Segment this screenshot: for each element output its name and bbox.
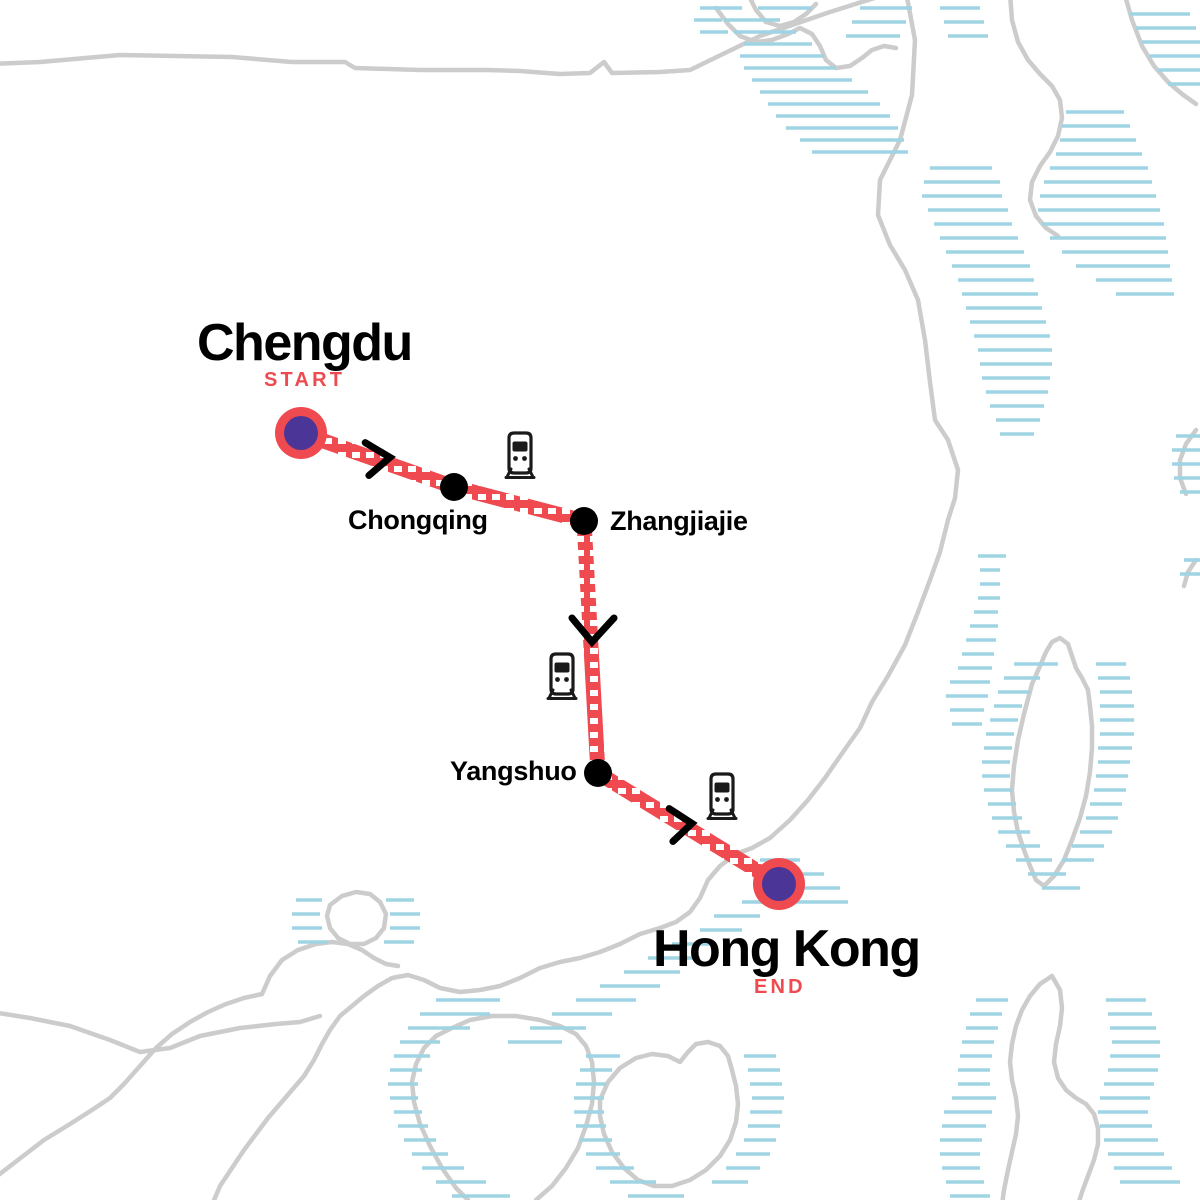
marker-zhangjiajie[interactable] (570, 507, 598, 535)
coast-peninsula-ne (1008, 0, 1065, 239)
stop-marker-layer (275, 407, 805, 910)
coast-right-frag (1177, 427, 1199, 497)
train-icon (706, 772, 738, 820)
ocean-hatch-layer (292, 6, 1200, 1198)
marker-chongqing[interactable] (440, 473, 468, 501)
city-label-chongqing: Chongqing (348, 505, 488, 535)
coast-sea-west (0, 1010, 323, 1055)
coast-china-east (733, 0, 961, 857)
city-label-hongkong: Hong Kong (653, 920, 921, 978)
coast-arc-ne (1123, 0, 1199, 107)
coast-taiwan (1009, 635, 1095, 889)
coast-right-frag-b (1181, 557, 1199, 589)
coast-island-mid (597, 1039, 741, 1189)
route-line-layer (298, 425, 783, 891)
train-icon (504, 431, 536, 479)
coast-pearl-delta (211, 851, 739, 1200)
train-icon (546, 652, 578, 700)
marker-chengdu[interactable] (275, 407, 327, 459)
route-path (298, 425, 783, 891)
coast-island-west-b (409, 1025, 471, 1200)
coast-upper-inlet (713, 5, 899, 71)
direction-arrow-icon (665, 805, 698, 845)
marker-hongkong[interactable] (753, 858, 805, 910)
marker-yangshuo[interactable] (584, 759, 612, 787)
coast-phil-north (1049, 973, 1101, 1200)
coast-island-west (449, 1013, 597, 1200)
city-label-yangshuo: Yangshuo (450, 756, 577, 786)
direction-arrow-icon (568, 614, 618, 648)
transport-icon-layer (504, 431, 738, 820)
start-badge: START (264, 369, 346, 391)
coast-sea-west-b (0, 991, 265, 1177)
city-label-chengdu: Chengdu (197, 314, 413, 372)
coast-north-border (0, 0, 876, 77)
coast-phil-north-b (1000, 973, 1055, 1200)
direction-arrow-icon (361, 439, 396, 480)
coast-indochina (259, 939, 401, 997)
end-badge: END (754, 976, 806, 998)
coast-upper-inlet-b (748, 0, 819, 29)
city-label-zhangjiajie: Zhangjiajie (610, 506, 748, 536)
direction-arrow-layer (361, 439, 698, 845)
coast-small-island (324, 889, 389, 947)
